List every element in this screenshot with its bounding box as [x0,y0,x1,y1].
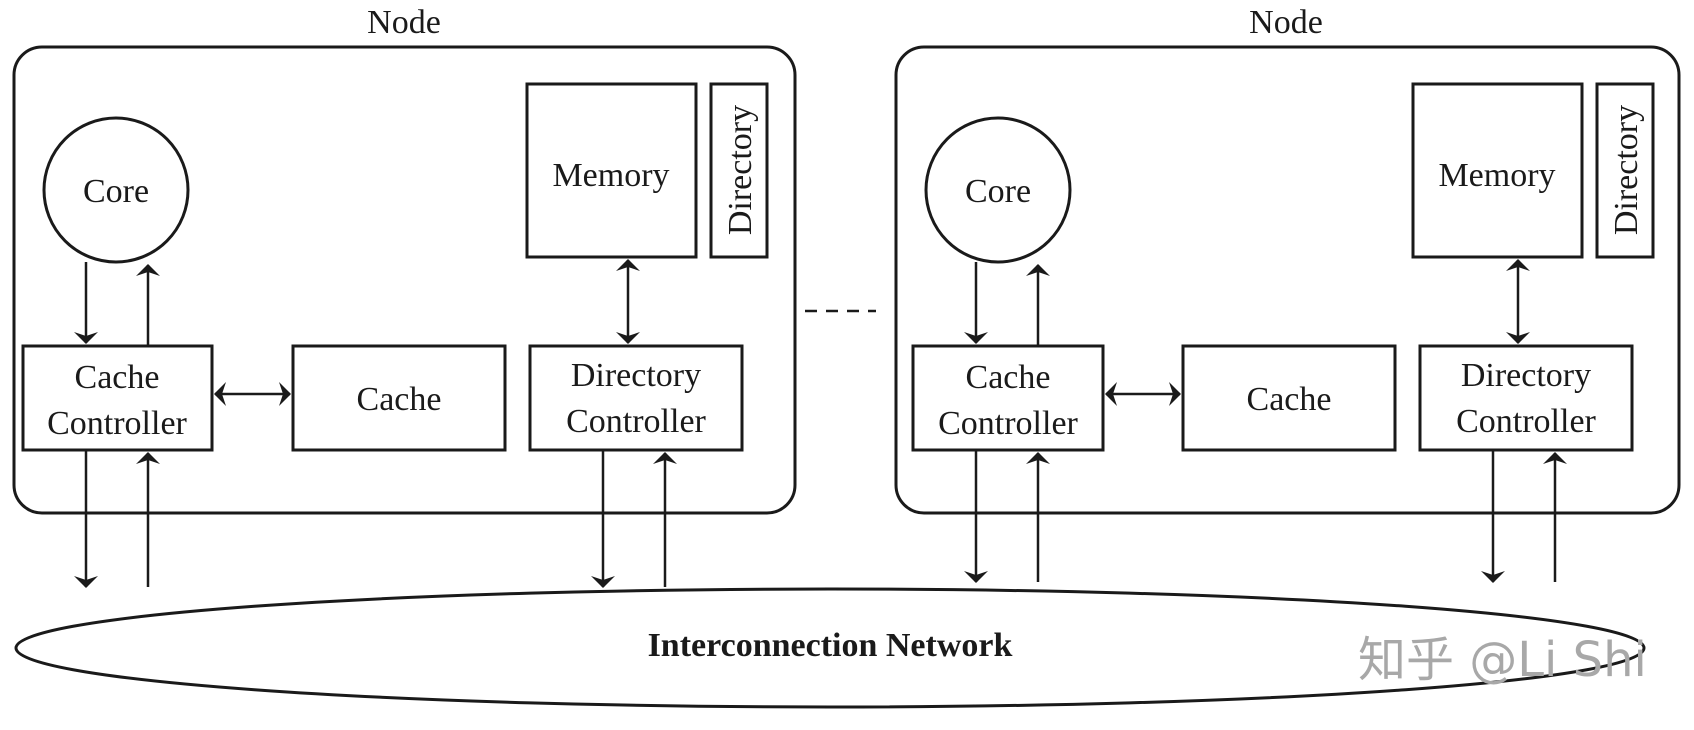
core: Core [42,116,190,264]
directory-controller-label-line1: Directory [1461,357,1591,394]
directory-controller-box [528,344,744,452]
directory: Directory [709,82,769,259]
directory-controller-label-line2: Controller [1456,403,1596,440]
core-label: Core [83,173,149,210]
cache: Cache [1181,344,1397,452]
network-label: Interconnection Network [648,627,1013,664]
cache: Cache [291,344,507,452]
directory-label: Directory [1608,105,1645,235]
interconnection-network: Interconnection Network [14,587,1646,709]
directory-controller: Directory Controller [1418,344,1634,452]
core-circle [42,116,190,264]
cache-controller: Cache Controller [21,344,214,452]
directory-controller-box [1418,344,1634,452]
memory: Memory [1411,82,1584,259]
node-title: Node [1249,4,1323,41]
cache-controller: Cache Controller [911,344,1105,452]
directory-controller-label-line2: Controller [566,403,706,440]
cache-controller-box [911,344,1105,452]
directory-label: Directory [722,105,759,235]
cache-controller-box [21,344,214,452]
node-right: Node Core Memory Directory Cache Control… [894,4,1681,583]
memory-label: Memory [1438,157,1555,194]
directory-box [709,82,769,259]
directory-box [1595,82,1655,259]
core-label: Core [965,173,1031,210]
cache-label: Cache [1247,381,1332,418]
directory-controller-label-line1: Directory [571,357,701,394]
memory-box [525,82,698,259]
cache-controller-label-line2: Controller [47,405,187,442]
watermark: 知乎 @Li Shi [1358,632,1647,688]
network-ellipse [14,587,1646,709]
cache-controller-label-line1: Cache [966,359,1051,396]
core-circle [924,116,1072,264]
cache-controller-label-line2: Controller [938,405,1078,442]
cache-box [291,344,507,452]
core: Core [924,116,1072,264]
memory-box [1411,82,1584,259]
memory: Memory [525,82,698,259]
cache-label: Cache [357,381,442,418]
directory: Directory [1595,82,1655,259]
node-title: Node [367,4,441,41]
node-left: Node Core Memory Directory Cache Control… [12,4,797,588]
cache-controller-label-line1: Cache [75,359,160,396]
memory-label: Memory [552,157,669,194]
directory-controller: Directory Controller [528,344,744,452]
cache-box [1181,344,1397,452]
